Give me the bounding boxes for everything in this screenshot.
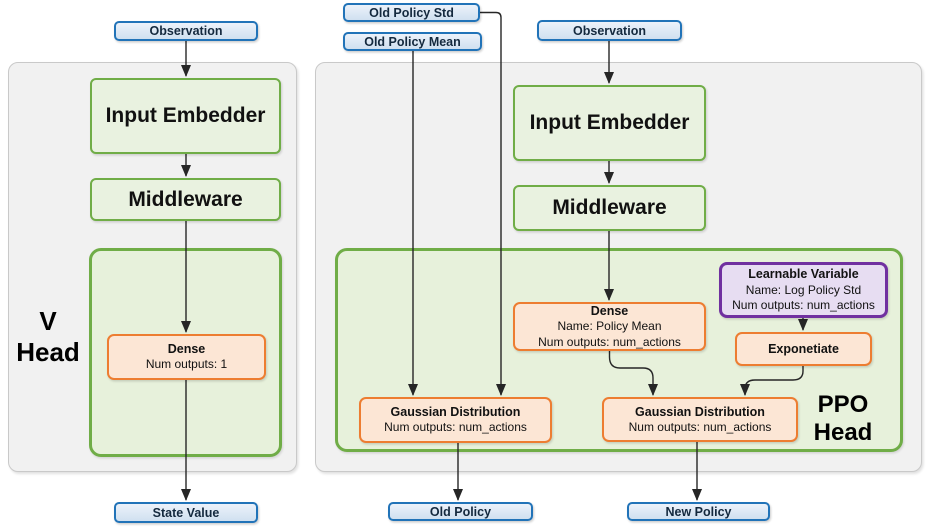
old-policy-output: Old Policy	[388, 502, 533, 521]
state-value-output: State Value	[114, 502, 258, 523]
observation-input-ppo: Observation	[537, 20, 682, 41]
learnable-variable-detail1: Name: Log Policy Std	[745, 282, 862, 297]
dense-node-policy-mean: Dense Name: Policy Mean Num outputs: num…	[513, 302, 706, 351]
learnable-variable-node: Learnable Variable Name: Log Policy Std …	[719, 262, 888, 318]
old-policy-mean-input: Old Policy Mean	[343, 32, 482, 51]
gaussian-old-title: Gaussian Distribution	[390, 405, 521, 420]
dense-node-policy-mean-title: Dense	[590, 303, 629, 318]
middleware-node-ppo: Middleware	[513, 185, 706, 231]
observation-input-ppo-label: Observation	[573, 23, 646, 38]
learnable-variable-detail2: Num outputs: num_actions	[732, 298, 875, 313]
old-policy-std-input-label: Old Policy Std	[369, 5, 454, 20]
dense-node-v-title: Dense	[167, 342, 206, 357]
new-policy-output: New Policy	[627, 502, 770, 521]
old-policy-std-input: Old Policy Std	[343, 3, 480, 22]
input-embedder-node-v: Input Embedder	[90, 78, 281, 154]
observation-input-v: Observation	[114, 21, 258, 41]
exponetiate-node: Exponetiate	[735, 332, 872, 366]
middleware-node-v-label: Middleware	[128, 187, 243, 211]
ppo-head-label: PPO Head	[798, 391, 888, 448]
dense-node-policy-mean-detail1: Name: Policy Mean	[557, 319, 662, 334]
middleware-node-v: Middleware	[90, 178, 281, 221]
gaussian-new-detail: Num outputs: num_actions	[628, 419, 772, 434]
middleware-node-ppo-label: Middleware	[552, 196, 667, 219]
exponetiate-node-label: Exponetiate	[768, 341, 839, 356]
gaussian-new-title: Gaussian Distribution	[635, 404, 765, 419]
new-policy-output-label: New Policy	[665, 504, 732, 519]
gaussian-distribution-node-new: Gaussian Distribution Num outputs: num_a…	[602, 397, 798, 442]
old-policy-mean-input-label: Old Policy Mean	[364, 34, 461, 49]
old-policy-output-label: Old Policy	[429, 504, 492, 519]
v-head-label: V Head	[8, 306, 88, 367]
dense-node-v-detail: Num outputs: 1	[145, 357, 228, 372]
gaussian-distribution-node-old: Gaussian Distribution Num outputs: num_a…	[359, 397, 552, 443]
input-embedder-node-ppo: Input Embedder	[513, 85, 706, 161]
v-head-label-line1: V	[39, 306, 57, 336]
dense-node-v: Dense Num outputs: 1	[107, 334, 266, 380]
ppo-head-label-line1: PPO	[817, 391, 869, 418]
ppo-head-label-line2: Head	[813, 419, 873, 447]
state-value-output-label: State Value	[152, 505, 220, 520]
input-embedder-node-ppo-label: Input Embedder	[529, 111, 690, 134]
dense-node-policy-mean-detail2: Num outputs: num_actions	[538, 334, 681, 349]
observation-input-v-label: Observation	[149, 24, 223, 38]
input-embedder-node-v-label: Input Embedder	[105, 104, 266, 127]
v-head-label-line2: Head	[16, 336, 80, 367]
gaussian-old-detail: Num outputs: num_actions	[384, 420, 527, 435]
learnable-variable-title: Learnable Variable	[748, 267, 859, 282]
